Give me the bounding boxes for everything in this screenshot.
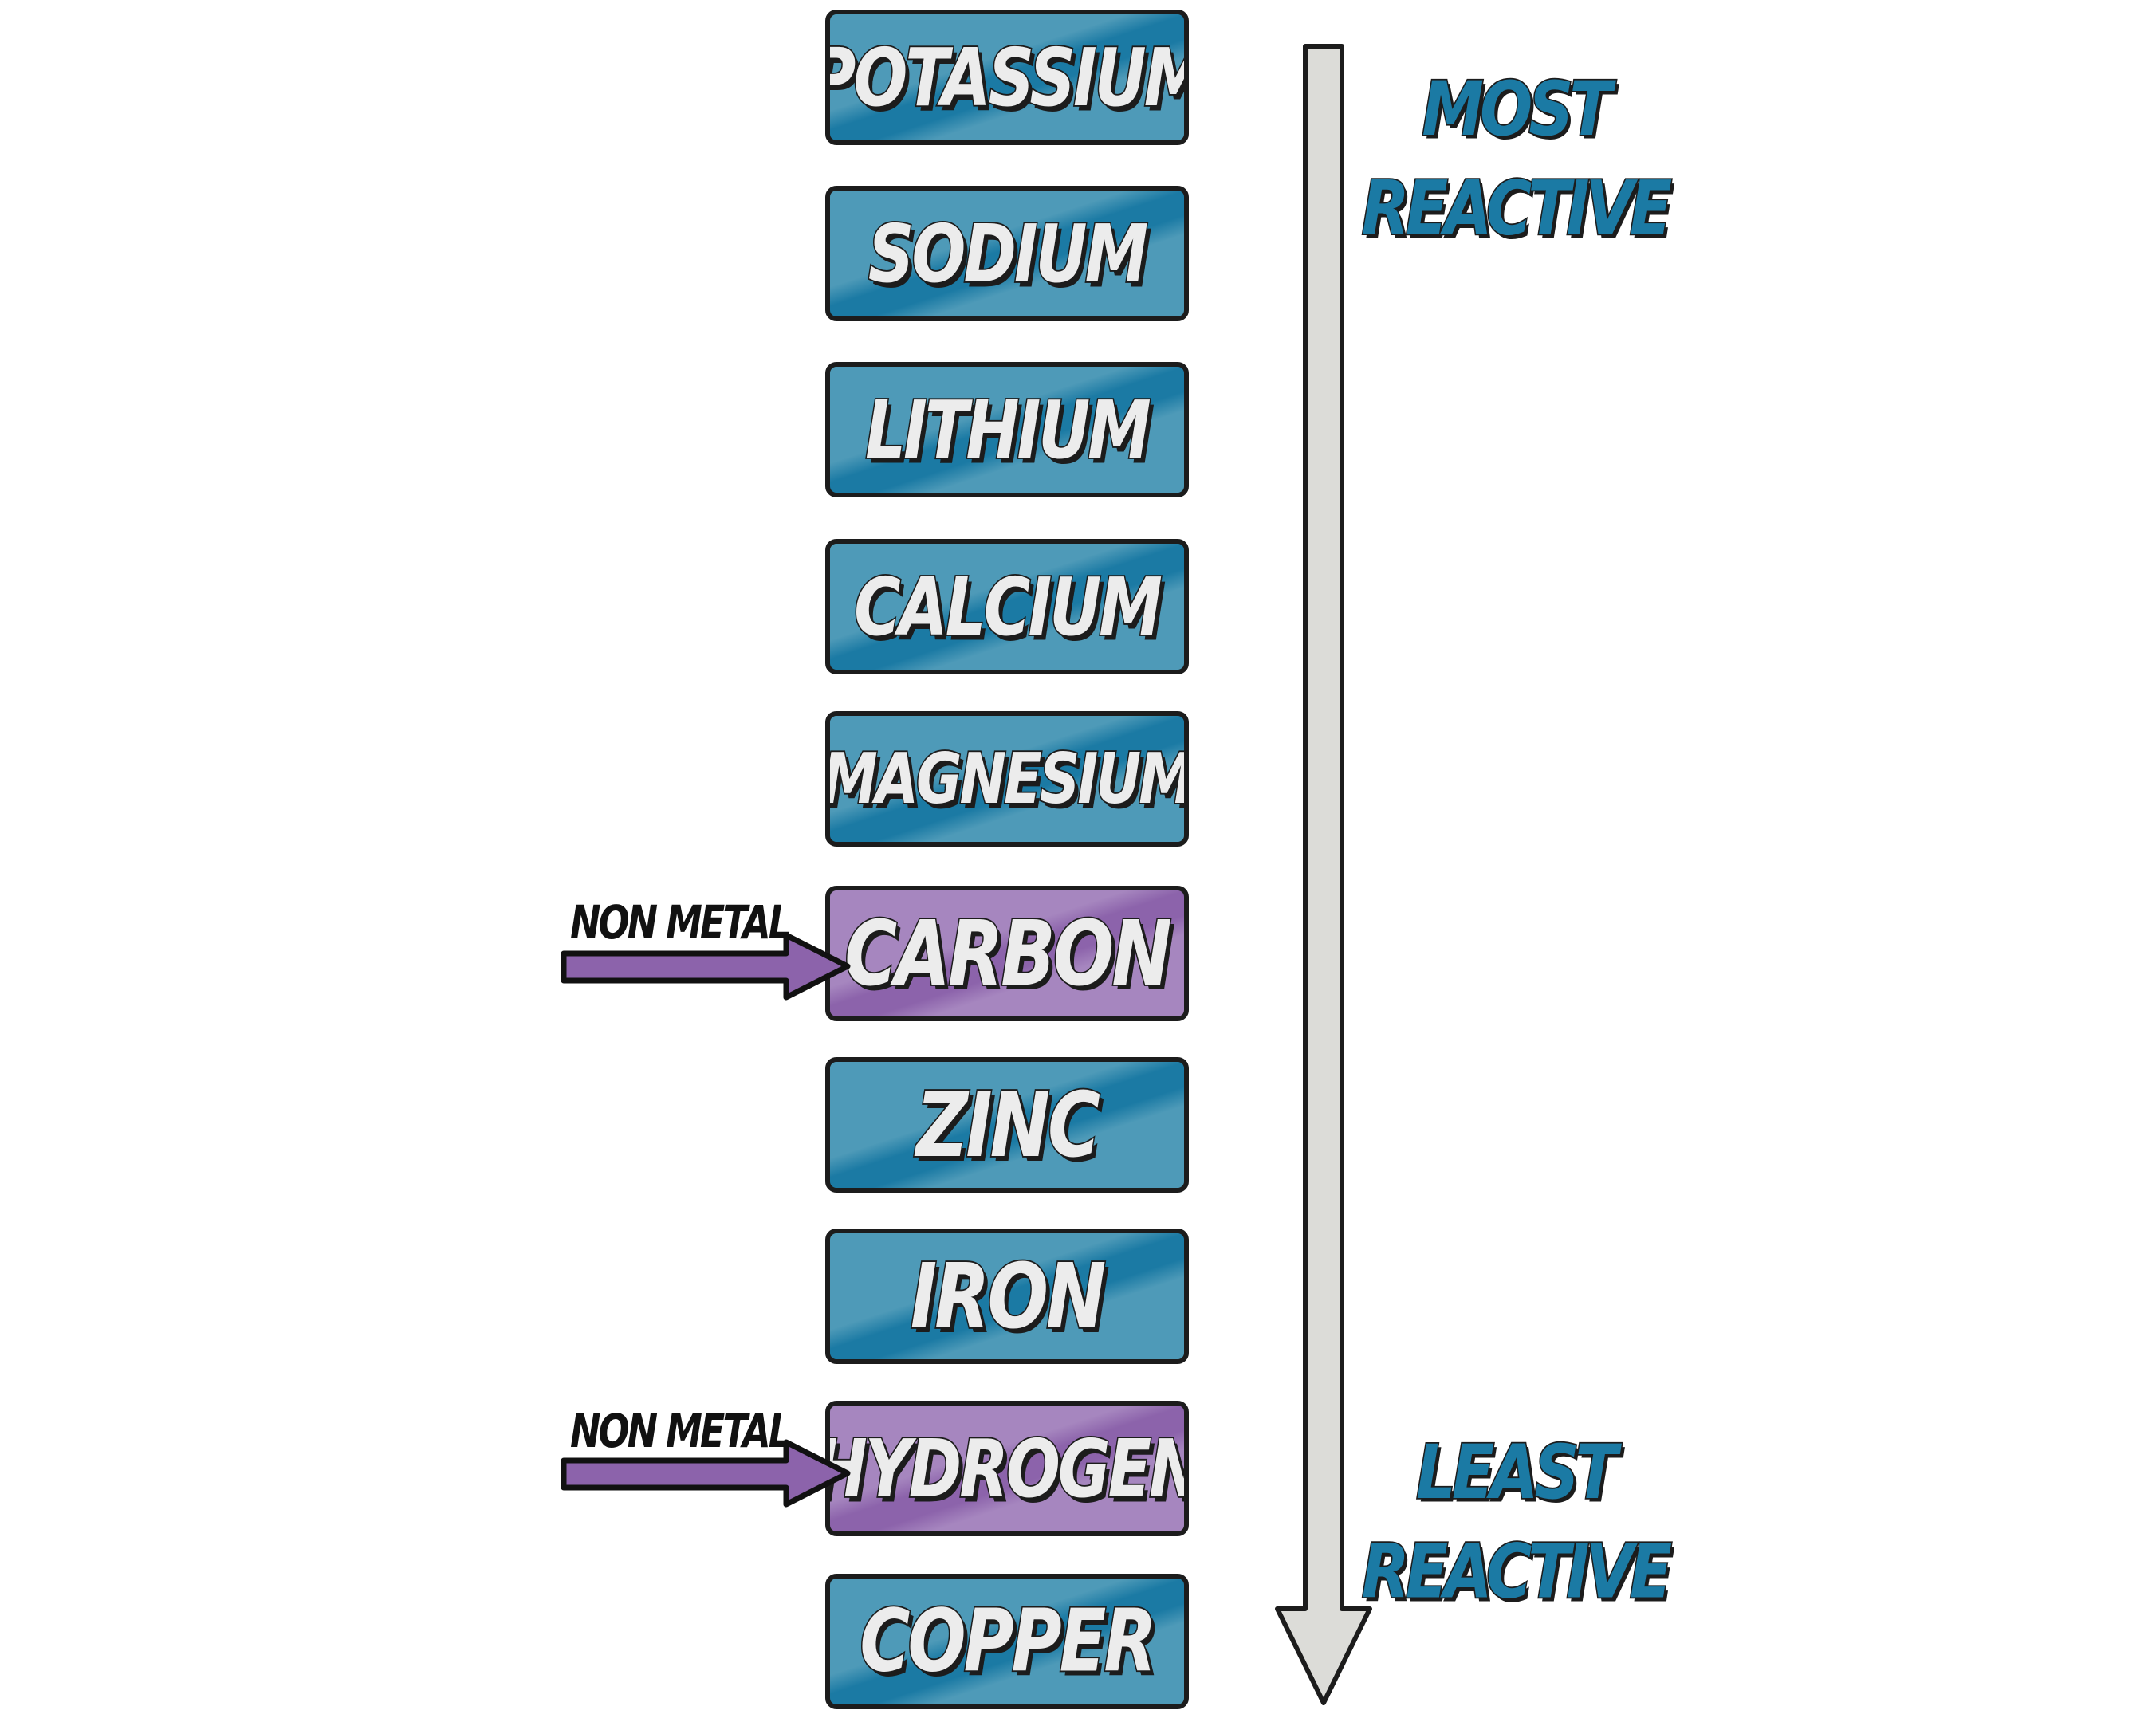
element-box-iron: IRON xyxy=(825,1229,1189,1364)
element-box-zinc: ZINC xyxy=(825,1057,1189,1193)
reactivity-arrow-icon xyxy=(1275,44,1372,1705)
element-label: LITHIUM xyxy=(864,382,1153,478)
least-reactive-line1: LEAST xyxy=(1415,1429,1619,1518)
element-box-copper: COPPER xyxy=(825,1574,1189,1709)
element-label: CALCIUM xyxy=(853,559,1164,655)
most-reactive-label: MOST REACTIVE xyxy=(1355,60,1674,259)
element-box-potassium: POTASSIUM xyxy=(825,10,1189,145)
non-metal-label-hydrogen: NON METAL xyxy=(570,1404,792,1458)
hydrogen-pointer-arrow-icon xyxy=(561,1439,851,1508)
element-label: IRON xyxy=(909,1243,1108,1350)
most-reactive-line1: MOST xyxy=(1421,65,1613,155)
carbon-pointer-arrow-icon xyxy=(561,932,851,1001)
element-label: COPPER xyxy=(859,1590,1158,1693)
element-label: SODIUM xyxy=(867,206,1149,301)
element-box-hydrogen: HYDROGEN xyxy=(825,1401,1189,1536)
element-label: HYDROGEN xyxy=(825,1421,1189,1516)
element-box-magnesium: MAGNESIUM xyxy=(825,711,1189,847)
element-label: CARBON xyxy=(844,900,1173,1008)
element-box-sodium: SODIUM xyxy=(825,186,1189,321)
element-box-lithium: LITHIUM xyxy=(825,362,1189,497)
non-metal-label-carbon: NON METAL xyxy=(570,895,792,949)
least-reactive-line2: REACTIVE xyxy=(1360,1528,1673,1618)
least-reactive-label: LEAST REACTIVE xyxy=(1355,1423,1674,1622)
element-label: POTASSIUM xyxy=(825,29,1189,125)
most-reactive-line2: REACTIVE xyxy=(1360,165,1673,254)
element-box-calcium: CALCIUM xyxy=(825,539,1189,674)
element-label: MAGNESIUM xyxy=(825,737,1189,821)
element-label: ZINC xyxy=(915,1071,1101,1179)
